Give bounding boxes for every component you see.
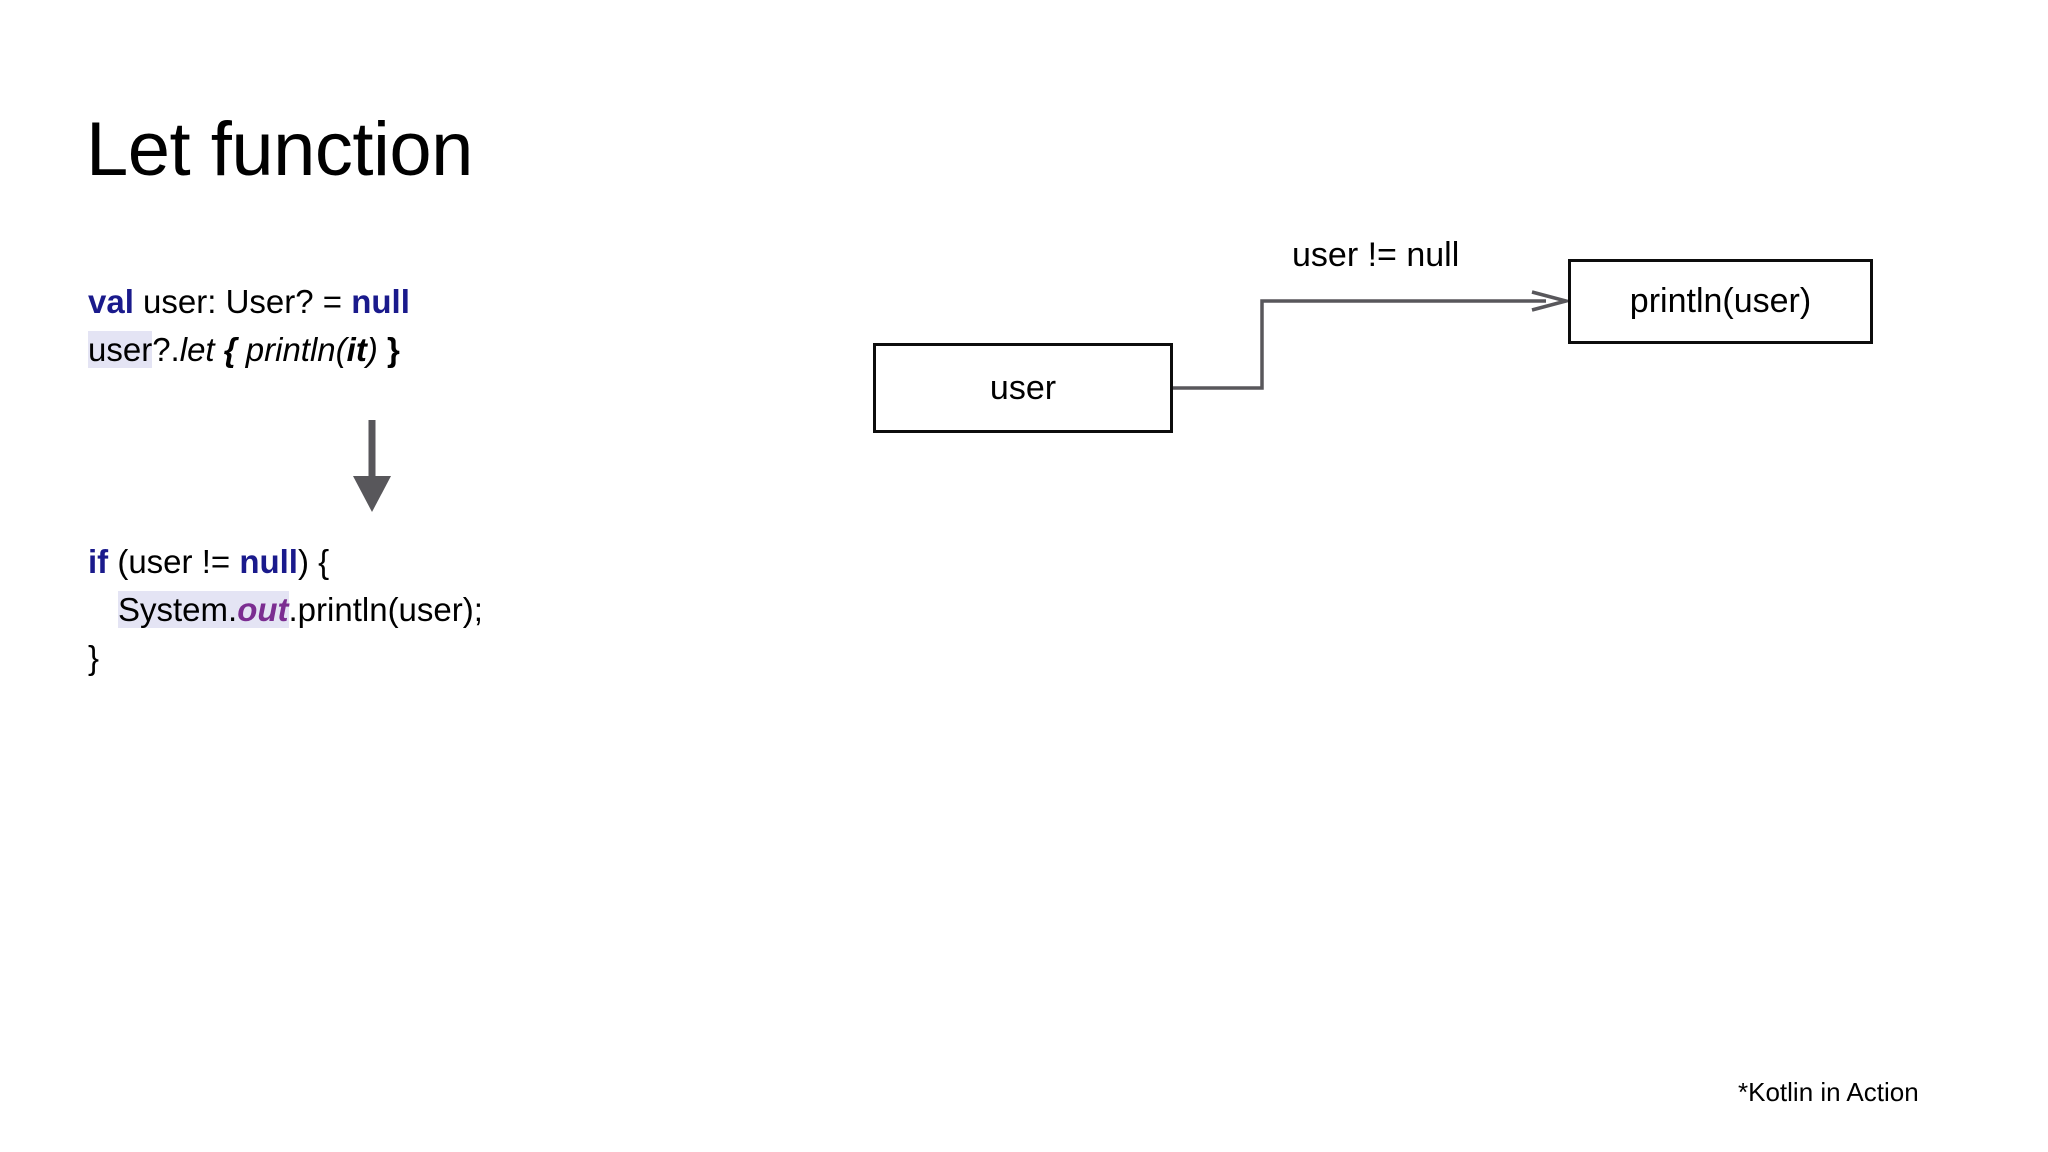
kotlin-line-1-token-2: null	[351, 283, 410, 320]
java-line-2-token-1: out	[237, 591, 289, 628]
transform-down-arrow-icon	[340, 418, 404, 514]
kotlin-line-2-token-2: let	[179, 331, 215, 368]
kotlin-line-2-token-7: (	[335, 331, 347, 368]
java-line-3-token-0: }	[88, 639, 100, 676]
kotlin-line-2-token-4: {	[223, 331, 237, 368]
java-line-1-token-3: ) {	[297, 543, 330, 580]
source-footnote: *Kotlin in Action	[1738, 1077, 1919, 1107]
java-line-1-token-2: null	[239, 543, 298, 580]
page-title: Let function	[86, 107, 473, 192]
java-line-1: if (user != null) {	[88, 538, 483, 586]
kotlin-line-1-token-1: user: User? =	[133, 283, 352, 320]
java-code-block: if (user != null) {System.out.println(us…	[88, 538, 483, 682]
kotlin-line-2-token-3	[215, 331, 224, 368]
diagram-node-println-label: println(user)	[1629, 282, 1812, 320]
kotlin-line-2-token-8: it	[346, 331, 367, 368]
kotlin-line-2: user?.let { println(it) }	[88, 326, 410, 374]
java-line-1-token-1: (user !=	[108, 543, 240, 580]
kotlin-line-2-token-0: user	[88, 331, 153, 368]
java-line-1-token-0: if	[88, 543, 109, 580]
kotlin-line-2-token-10	[378, 331, 387, 368]
kotlin-line-2-token-6: println	[245, 331, 336, 368]
kotlin-line-1-token-0: val	[88, 283, 134, 320]
diagram-edge-label: user != null	[1292, 236, 1460, 274]
java-line-2: System.out.println(user);	[88, 586, 483, 634]
kotlin-line-2-token-1: ?.	[152, 331, 180, 368]
kotlin-line-2-token-9: )	[366, 331, 378, 368]
diagram-node-user-label: user	[989, 368, 1057, 407]
java-line-2-token-0: System.	[118, 591, 238, 628]
kotlin-line-2-token-5	[237, 331, 246, 368]
kotlin-line-2-token-11: }	[387, 331, 400, 368]
diagram-node-println[interactable]: println(user)	[1568, 259, 1873, 344]
java-line-2-token-2: .println(user);	[288, 591, 483, 628]
kotlin-line-1: val user: User? = null	[88, 278, 410, 326]
java-line-3: }	[88, 634, 483, 682]
diagram-node-user[interactable]: user	[873, 343, 1173, 433]
